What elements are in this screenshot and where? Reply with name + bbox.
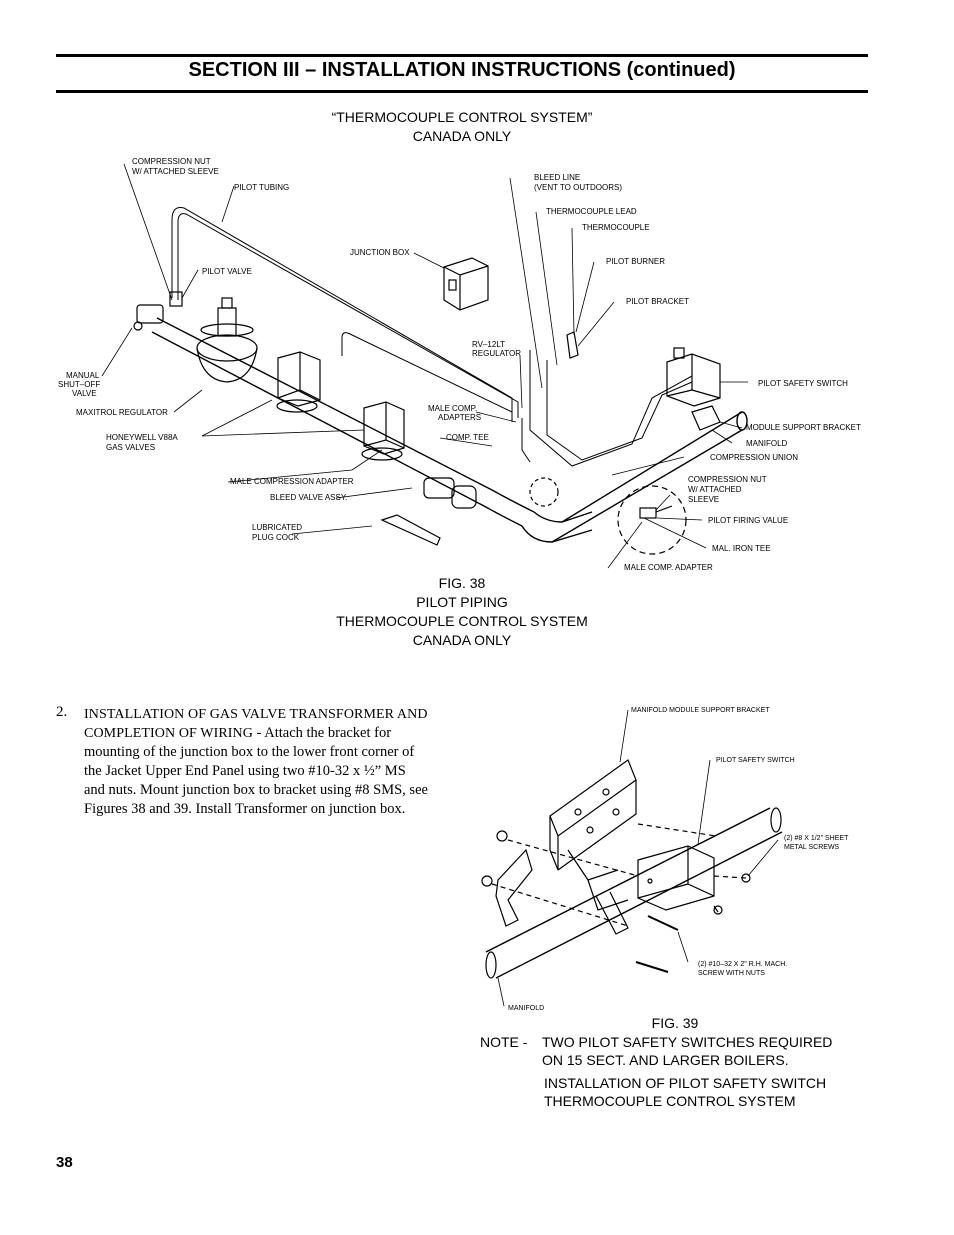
fig38-caption-line3: THERMOCOUPLE CONTROL SYSTEM	[336, 613, 588, 629]
fig39-label-sheet-screws-1: (2) #8 X 1/2" SHEET	[784, 835, 849, 842]
label-manual-2: SHUT–OFF	[58, 380, 100, 389]
fig38-pilot-piping-diagram: COMPRESSION NUT W/ ATTACHED SLEEVE PILOT…	[58, 157, 861, 572]
label-rv12lt-1: RV–12LT	[472, 340, 505, 349]
step-body: - Attach the bracket for mounting of the…	[84, 725, 428, 817]
fig39-label-mach-screw-1: (2) #10–32 X 2" R.H. MACH.	[698, 961, 787, 968]
label-mal-iron-tee: MAL. IRON TEE	[712, 544, 771, 553]
fig39-label: FIG. 39	[651, 1015, 699, 1031]
label-manual-3: VALVE	[72, 389, 97, 398]
note-line2: ON 15 SECT. AND LARGER BOILERS.	[542, 1052, 789, 1068]
label-male-comp-adapter-2: MALE COMP. ADAPTER	[624, 563, 713, 572]
label-junction-box: JUNCTION BOX	[350, 248, 410, 257]
fig39-label-pilot-safety-switch: PILOT SAFETY SWITCH	[716, 757, 795, 764]
header-rule-top	[56, 54, 868, 57]
fig38-caption-line4: CANADA ONLY	[412, 632, 512, 648]
fig39-safety-switch-diagram: MANIFOLD MODULE SUPPORT BRACKET PILOT SA…	[481, 707, 849, 1012]
fig39-note: NOTE - TWO PILOT SAFETY SWITCHES REQUIRED…	[480, 1033, 832, 1069]
fig39-caption-line1: INSTALLATION OF PILOT SAFETY SWITCH	[544, 1075, 827, 1091]
step-heading: INSTALLATION OF GAS VALVE TRANSFORMER AN…	[84, 707, 428, 741]
label-male-comp-adapters-2: ADAPTERS	[438, 413, 481, 422]
label-bleed-line-1: BLEED LINE	[534, 173, 580, 182]
header-rule-bottom	[56, 90, 868, 93]
label-rv12lt-2: REGULATOR	[472, 349, 521, 358]
fig39-caption-line2: THERMOCOUPLE CONTROL SYSTEM	[544, 1093, 796, 1109]
label-module-support-bracket: MODULE SUPPORT BRACKET	[746, 423, 861, 432]
fig38-caption: FIG. 38 PILOT PIPING THERMOCOUPLE CONTRO…	[260, 574, 664, 650]
label-thermocouple: THERMOCOUPLE	[582, 223, 650, 232]
label-compression-union: COMPRESSION UNION	[710, 453, 798, 462]
fig39-label-sheet-screws-2: METAL SCREWS	[784, 844, 840, 851]
label-pilot-burner: PILOT BURNER	[606, 257, 665, 266]
label-comp-nut-sleeve-3: SLEEVE	[688, 495, 719, 504]
fig38-caption-line2: PILOT PIPING	[416, 594, 508, 610]
fig39-caption: INSTALLATION OF PILOT SAFETY SWITCH THER…	[544, 1074, 826, 1110]
label-thermocouple-lead: THERMOCOUPLE LEAD	[546, 207, 637, 216]
label-male-comp-adapters-1: MALE COMP.	[428, 404, 477, 413]
label-pilot-safety-switch: PILOT SAFETY SWITCH	[758, 379, 848, 388]
label-comp-nut-sleeve-2: W/ ATTACHED	[688, 485, 742, 494]
fig38-heading: “THERMOCOUPLE CONTROL SYSTEM” CANADA ONL…	[260, 108, 664, 146]
label-manifold: MANIFOLD	[746, 439, 788, 448]
label-comp-tee: COMP. TEE	[446, 433, 489, 442]
label-comp-nut-sleeve-1: COMPRESSION NUT	[688, 475, 767, 484]
label-plug-cock-2: PLUG COCK	[252, 533, 300, 542]
label-pilot-firing-valve: PILOT FIRING VALUE	[708, 516, 788, 525]
label-compression-nut-1: COMPRESSION NUT	[132, 157, 211, 166]
fig38-heading-line1: “THERMOCOUPLE CONTROL SYSTEM”	[331, 109, 593, 125]
note-line1: TWO PILOT SAFETY SWITCHES REQUIRED	[542, 1034, 833, 1050]
label-maxitrol: MAXITROL REGULATOR	[76, 408, 168, 417]
fig39-label-module-bracket: MANIFOLD MODULE SUPPORT BRACKET	[631, 707, 770, 714]
fig39-label-mach-screw-2: SCREW WITH NUTS	[698, 970, 765, 977]
label-plug-cock-1: LUBRICATED	[252, 523, 302, 532]
label-compression-nut-2: W/ ATTACHED SLEEVE	[132, 167, 219, 176]
section-title: SECTION III – INSTALLATION INSTRUCTIONS …	[188, 59, 736, 81]
label-manual-1: MANUAL	[66, 371, 100, 380]
label-pilot-tubing: PILOT TUBING	[234, 183, 289, 192]
label-pilot-valve: PILOT VALVE	[202, 267, 252, 276]
label-male-comp-adapter: MALE COMPRESSION ADAPTER	[230, 477, 354, 486]
label-bleed-valve: BLEED VALVE ASSY.	[270, 493, 347, 502]
label-bleed-line-2: (VENT TO OUTDOORS)	[534, 183, 622, 192]
label-honeywell-2: GAS VALVES	[106, 443, 155, 452]
fig38-heading-line2: CANADA ONLY	[412, 128, 512, 144]
note-tag: NOTE -	[480, 1034, 528, 1050]
label-pilot-bracket: PILOT BRACKET	[626, 297, 689, 306]
label-honeywell-1: HONEYWELL V88A	[106, 433, 178, 442]
step-paragraph: INSTALLATION OF GAS VALVE TRANSFORMER AN…	[84, 705, 429, 819]
step-number: 2.	[56, 704, 68, 720]
page-number: 38	[56, 1154, 73, 1171]
fig38-caption-line1: FIG. 38	[438, 575, 486, 591]
fig39-label-manifold: MANIFOLD	[508, 1005, 544, 1012]
